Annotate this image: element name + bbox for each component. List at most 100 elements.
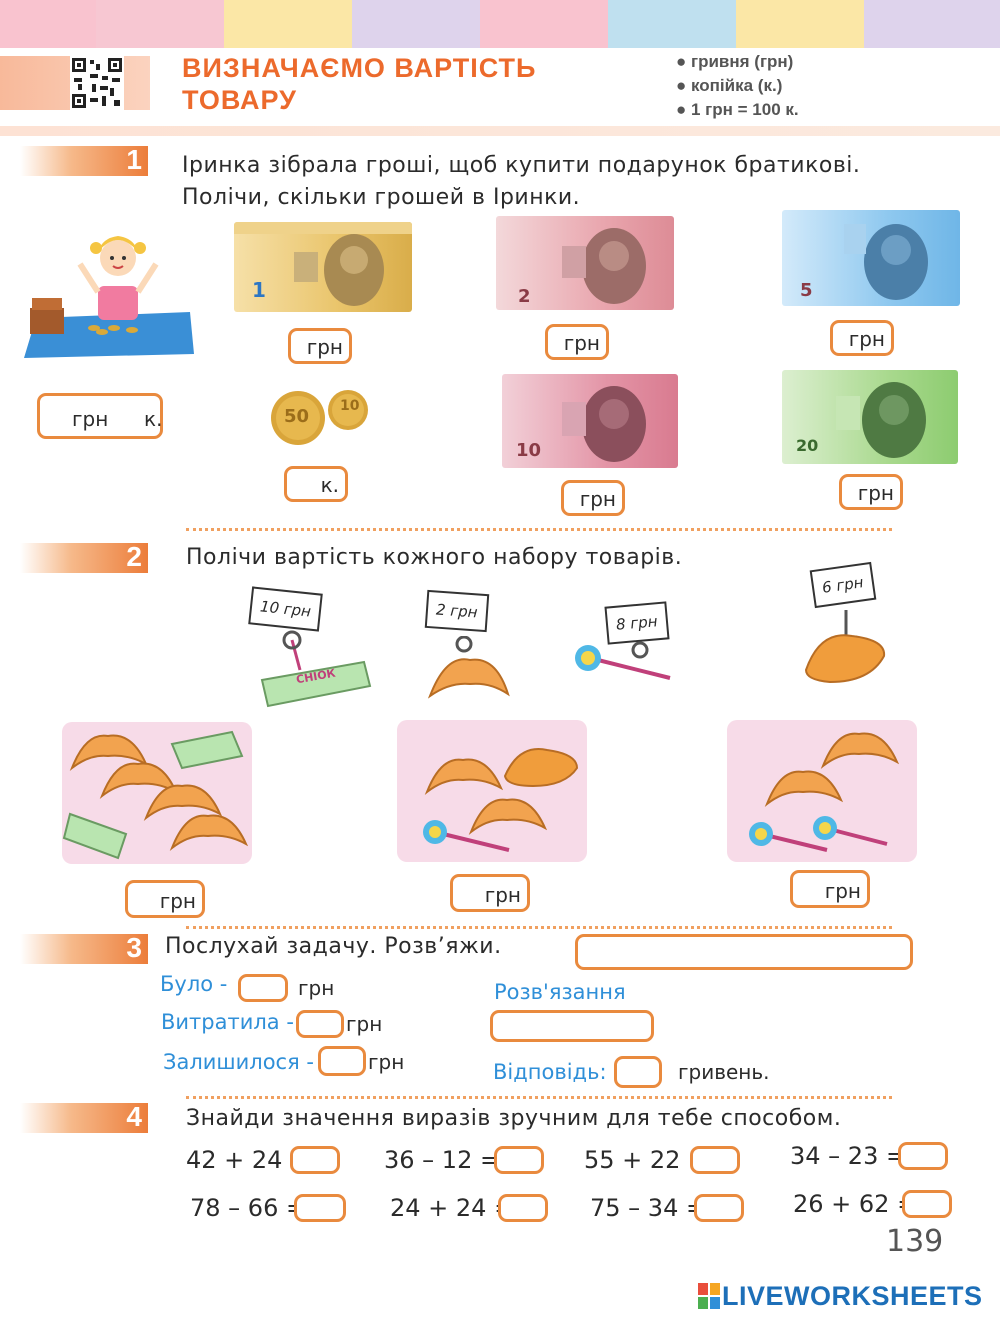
expression-answer-box[interactable] [498,1194,548,1222]
expression-answer-box[interactable] [902,1190,952,1218]
unit-label: грн [824,879,861,903]
unit-label: грн [484,883,521,907]
input-zalyshylosia[interactable] [318,1046,366,1076]
answer-input[interactable] [614,1056,662,1088]
price-tag-candy: 10 грн [248,586,323,632]
task-number: 3 [126,932,142,963]
bun-icon [800,610,890,686]
coin-value: 10 [340,398,360,414]
page-number: 139 [886,1224,944,1259]
unit-label: грн [306,335,343,359]
answer-box-coins[interactable]: к. [284,466,348,502]
answer-unit: гривень. [678,1060,770,1084]
unit-label: грн [368,1050,405,1074]
bill-value: 20 [796,436,819,455]
unit-label: грн [159,889,196,913]
page-title-line2: ТОВАРУ [182,85,297,115]
unit-label: грн [563,331,600,355]
expression-answer-box[interactable] [694,1194,744,1222]
lollipop-icon [570,638,680,688]
answer-box-1-hryvnia[interactable]: грн [288,328,352,364]
answer-box-2-hryvnia[interactable]: грн [545,324,609,360]
answer-label: Відповідь: [493,1060,607,1084]
top-strip [864,0,1000,48]
section-divider [186,926,892,929]
expression-answer-box[interactable] [294,1194,346,1222]
price-tag-bun: 6 грн [809,561,876,609]
task-number-tag: 3 [20,932,148,964]
page-title-line1: ВИЗНАЧАЄМО ВАРТІСТЬ [182,53,537,83]
watermark-text: LIVEWORKSHEETS [722,1281,983,1311]
goods-set-1 [62,722,252,864]
note-text: гривня (грн) [691,52,794,71]
expression: 34 – 23 = [790,1142,907,1170]
banknote-20-hryvnia: 20 [782,370,958,464]
section-divider [186,1096,892,1099]
banknote-1-hryvnia: 1 [234,222,412,312]
expression: 24 + 24 = [390,1194,515,1222]
header-divider [0,126,1000,136]
top-strip [480,0,608,48]
goods-set-2 [397,720,587,862]
expression: 55 + 22 = [584,1146,709,1174]
page-title: ВИЗНАЧАЄМО ВАРТІСТЬ ТОВАРУ [182,52,536,116]
note-conversion: ● 1 грн = 100 к. [676,100,799,119]
unit-label: грн [857,481,894,505]
goods-set-3 [727,720,917,862]
liveworksheets-logo: LIVEWORKSHEETS [698,1281,994,1311]
banknote-5-hryvnia: 5 [782,210,960,306]
input-vytratyla[interactable] [296,1010,344,1038]
label-vytratyla: Витратила - [161,1010,294,1034]
task2-text: Полічи вартість кожного набору товарів. [186,545,683,570]
answer-box-5-hryvnia[interactable]: грн [830,320,894,356]
answer-box-set-3[interactable]: грн [790,870,870,908]
bill-value: 5 [800,280,813,301]
expression-answer-box[interactable] [690,1146,740,1174]
top-strip [224,0,352,48]
task-number: 4 [126,1101,142,1132]
top-strip [96,0,224,48]
note-text: 1 грн = 100 к. [691,100,799,119]
expression-answer-box[interactable] [898,1142,948,1170]
task1-text: Іринка зібрала гроші, щоб купити подарун… [182,150,860,214]
task3-text: Послухай задачу. Розв’яжи. [165,934,502,959]
label-bulo: Було - [160,972,228,996]
girl-illustration [22,222,198,360]
unit-label: грн [579,487,616,511]
input-bulo[interactable] [238,974,288,1002]
banknote-10-hryvnia: 10 [502,374,678,468]
bill-value: 1 [252,278,266,302]
solution-input[interactable] [490,1010,654,1042]
coin-value: 50 [284,406,310,427]
coins-illustration: 50 10 [268,386,372,450]
task-number-tag: 1 [20,144,148,176]
note-hryvnia: ● гривня (грн) [676,52,794,71]
header-notes: ● гривня (грн) ● копійка (к.) ● 1 грн = … [676,50,799,122]
problem-answer-box[interactable] [575,934,913,970]
top-strip [736,0,864,48]
answer-box-set-1[interactable]: грн [125,880,205,918]
bill-value: 2 [518,286,531,307]
unit-label: грн [848,327,885,351]
solution-label: Розв'язання [494,980,626,1004]
expression-answer-box[interactable] [494,1146,544,1174]
answer-box-20-hryvnia[interactable]: грн [839,474,903,510]
unit-label: грн [346,1012,383,1036]
task-number-tag: 4 [20,1101,148,1133]
total-money-box[interactable]: грн к. [37,393,163,439]
task1-line1: Іринка зібрала гроші, щоб купити подарун… [182,153,861,178]
top-strip [352,0,480,48]
answer-box-10-hryvnia[interactable]: грн [561,480,625,516]
section-divider [186,528,892,531]
unit-label: к. [144,407,163,431]
label-zalyshylosia: Залишилося - [163,1050,314,1074]
task-number-tag: 2 [20,541,148,573]
qr-code-icon [70,56,124,110]
answer-box-set-2[interactable]: грн [450,874,530,912]
expression: 75 – 34 = [590,1194,707,1222]
expression: 78 – 66 = [190,1194,307,1222]
expression-answer-box[interactable] [290,1146,340,1174]
unit-label: грн [72,407,109,431]
bill-value: 10 [516,440,542,461]
croissant-icon [424,635,514,708]
